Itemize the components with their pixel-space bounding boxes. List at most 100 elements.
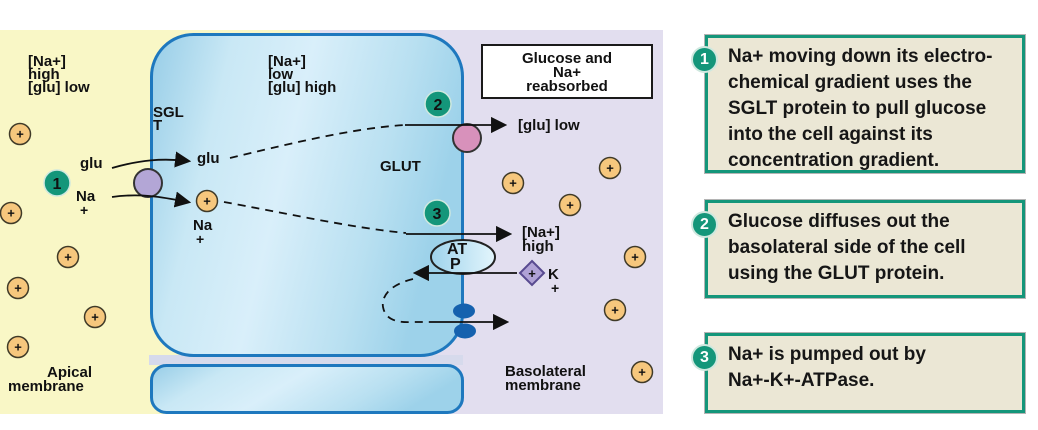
na-ion-plus: + xyxy=(91,310,99,325)
cell-concentration-label: [Na+] low [glu] high xyxy=(268,53,336,96)
k-ion-diamond xyxy=(518,259,546,287)
basolateral-membrane-label: Basolateral membrane xyxy=(505,363,586,394)
na-ion-plus: + xyxy=(7,206,15,221)
note-step-1: 1 Na+ moving down its electro- chemical … xyxy=(691,35,1025,173)
sglt-label: SGL T xyxy=(153,104,184,134)
atpase-pump-icon xyxy=(430,239,496,275)
k-channel-bottom xyxy=(454,323,476,339)
note-line: Na+ moving down its electro- xyxy=(728,46,993,67)
reabsorbed-line1: Glucose and xyxy=(522,50,612,67)
glu-low-label: [glu] low xyxy=(518,117,580,134)
sodium-diffusion-path xyxy=(223,201,407,234)
cell-junction-gap xyxy=(149,355,463,365)
na-ion xyxy=(630,360,654,384)
na-ion xyxy=(623,245,647,269)
potassium-recycle-path xyxy=(381,278,436,323)
cell-na-conc: [Na+] xyxy=(268,53,306,70)
step-2-marker: 2 xyxy=(424,90,452,118)
sodium-cell-label: Na xyxy=(193,217,213,234)
sglt-label-line1: SGL xyxy=(153,104,184,121)
potassium-label-plus: + xyxy=(551,280,559,296)
note-2-badge: 2 xyxy=(691,211,718,238)
interstitium-na-ions: + + + + + + xyxy=(501,156,654,384)
apical-label-line2: membrane xyxy=(8,378,84,395)
na-ion-plus: + xyxy=(16,127,24,142)
glucose-diffusion-path xyxy=(229,124,406,159)
step-3-marker: 3 xyxy=(423,199,451,227)
sodium-lumen-label: Na xyxy=(76,188,96,205)
na-ion-plus: + xyxy=(203,194,211,209)
k-ion-plus: + xyxy=(528,266,536,281)
lumen-na-ions: + + + + + + xyxy=(0,122,107,359)
k-channel-top xyxy=(453,303,475,319)
lumen-na-level: high xyxy=(28,66,60,83)
sglt-protein-icon xyxy=(133,168,163,198)
na-ion-plus: + xyxy=(509,176,517,191)
na-ion-plus: + xyxy=(638,365,646,380)
note-2-text: Glucose diffuses out the basolateral sid… xyxy=(708,203,1022,291)
note-line: into the cell against its xyxy=(728,124,933,145)
lumen-na-conc: [Na+] xyxy=(28,53,66,70)
note-line: concentration gradient. xyxy=(728,150,940,171)
na-ion xyxy=(56,245,80,269)
na-ion-plus: + xyxy=(64,250,72,265)
lumen-concentration-label: [Na+] high [glu] low xyxy=(28,53,90,96)
na-ion xyxy=(603,298,627,322)
na-ion-plus: + xyxy=(631,250,639,265)
potassium-ion: + xyxy=(518,259,546,287)
note-line: basolateral side of the cell xyxy=(728,237,966,258)
na-ion xyxy=(195,189,219,213)
na-ion xyxy=(83,305,107,329)
na-ion-plus: + xyxy=(611,303,619,318)
diagram-canvas: [Na+] high [glu] low [Na+] low [glu] hig… xyxy=(0,30,663,414)
reabsorbed-line3: reabsorbed xyxy=(526,78,608,95)
glucose-cell-label: glu xyxy=(197,150,220,167)
glucose-lumen-label: glu xyxy=(80,155,103,172)
na-high-label-line1: [Na+] xyxy=(522,224,560,241)
na-ion-plus: + xyxy=(14,340,22,355)
note-line: chemical gradient uses the xyxy=(728,72,972,93)
na-ion xyxy=(501,171,525,195)
step-1-number: 1 xyxy=(53,176,62,193)
na-ion-plus: + xyxy=(14,281,22,296)
na-ion xyxy=(6,335,30,359)
na-ion-plus: + xyxy=(606,161,614,176)
glucose-entry-arrow xyxy=(111,151,192,169)
note-line: Glucose diffuses out the xyxy=(728,211,950,232)
sodium-entry-arrow xyxy=(111,191,192,208)
na-ion xyxy=(558,193,582,217)
reabsorbed-callout-box: Glucose and Na+ reabsorbed xyxy=(481,44,653,99)
adjacent-cell-body xyxy=(150,364,464,414)
glut-protein-icon xyxy=(452,123,482,153)
note-line: Na+ is pumped out by xyxy=(728,344,926,365)
lumen-glu-conc: [glu] low xyxy=(28,79,90,96)
na-ion xyxy=(598,156,622,180)
note-3-badge: 3 xyxy=(691,344,718,371)
cell-glu-conc: [glu] high xyxy=(268,79,336,96)
atp-label-line1: AT xyxy=(447,241,467,258)
step-1-marker: 1 xyxy=(43,169,71,197)
potassium-label: K xyxy=(548,266,559,283)
note-step-3: 3 Na+ is pumped out by Na+-K+-ATPase. xyxy=(691,333,1025,413)
na-ion xyxy=(0,201,23,225)
reabsorbed-box-frame xyxy=(481,44,653,99)
note-line: SGLT protein to pull glucose xyxy=(728,98,987,119)
note-1-badge: 1 xyxy=(691,46,718,73)
apical-membrane-label: Apical membrane xyxy=(8,364,92,395)
sodium-cell-plus: + xyxy=(196,231,204,247)
note-line: using the GLUT protein. xyxy=(728,263,945,284)
note-line: Na+-K+-ATPase. xyxy=(728,370,875,391)
cell-na-level: low xyxy=(268,66,293,83)
note-step-2: 2 Glucose diffuses out the basolateral s… xyxy=(691,200,1025,298)
cell-transport-diagram: [Na+] high [glu] low [Na+] low [glu] hig… xyxy=(0,30,663,414)
note-1-text: Na+ moving down its electro- chemical gr… xyxy=(708,38,1022,178)
glut-label: GLUT xyxy=(380,158,421,175)
sodium-ion-in-cell: + xyxy=(195,189,219,213)
na-high-label-line2: high xyxy=(522,238,554,255)
sodium-lumen-plus: + xyxy=(80,202,88,218)
step-2-number: 2 xyxy=(434,97,443,114)
na-ion xyxy=(6,276,30,300)
sglt-label-line2: T xyxy=(153,117,162,134)
note-3-text: Na+ is pumped out by Na+-K+-ATPase. xyxy=(708,336,1022,398)
